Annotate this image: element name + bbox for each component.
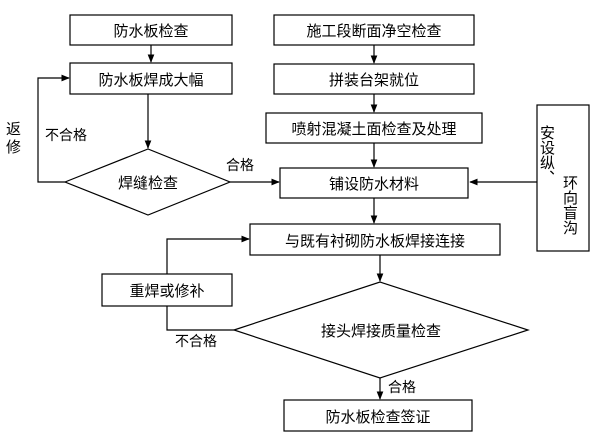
svg-text:接头焊接质量检查: 接头焊接质量检查 (321, 322, 441, 340)
node-shotcrete-surface-check: 喷射混凝土面检查及处理 (265, 112, 483, 144)
edge-reweld-to-weld-existing (166, 235, 250, 274)
node-joint-weld-quality-check: 接头焊接质量检查 (232, 281, 530, 379)
label-pass-2: 合格 (388, 380, 416, 396)
svg-text:安设纵、: 安设纵、 (538, 125, 556, 185)
node-weld-to-existing-lining: 与既有衬砌防水板焊接连接 (249, 223, 501, 256)
edge-fail-to-reweld (166, 306, 234, 331)
label-rework-1: 返 (6, 120, 21, 138)
svg-text:防水板检查: 防水板检查 (113, 22, 188, 40)
svg-text:环向盲沟: 环向盲沟 (561, 175, 579, 236)
node-reweld-or-repair: 重焊或修补 (101, 273, 233, 307)
node-weld-into-sheets: 防水板焊成大幅 (69, 62, 233, 95)
svg-text:铺设防水材料: 铺设防水材料 (329, 175, 419, 193)
svg-text:重焊或修补: 重焊或修补 (129, 282, 204, 300)
edge-rework-loop (37, 74, 70, 183)
node-install-blind-drains: 安设纵、 环向盲沟 (536, 104, 590, 252)
label-fail-2: 不合格 (175, 334, 217, 350)
label-pass-1: 合格 (226, 158, 254, 174)
label-rework-2: 修 (6, 138, 21, 156)
svg-text:防水板焊成大幅: 防水板焊成大幅 (98, 71, 203, 89)
node-weld-seam-check: 焊缝检查 (63, 148, 232, 216)
svg-text:防水板检查签证: 防水板检查签证 (325, 408, 430, 426)
svg-text:拼装台架就位: 拼装台架就位 (329, 71, 419, 89)
node-assemble-platform: 拼装台架就位 (273, 63, 475, 95)
node-lay-waterproof-material: 铺设防水材料 (279, 167, 469, 199)
svg-text:施工段断面净空检查: 施工段断面净空检查 (306, 22, 441, 40)
svg-text:焊缝检查: 焊缝检查 (118, 174, 178, 192)
svg-text:喷射混凝土面检查及处理: 喷射混凝土面检查及处理 (291, 120, 456, 138)
label-fail-1: 不合格 (45, 128, 87, 144)
node-waterproof-board-check: 防水板检查 (69, 14, 233, 46)
node-final-signoff: 防水板检查签证 (283, 399, 473, 432)
node-section-clearance-check: 施工段断面净空检查 (273, 14, 475, 46)
svg-text:与既有衬砌防水板焊接连接: 与既有衬砌防水板焊接连接 (285, 232, 465, 250)
